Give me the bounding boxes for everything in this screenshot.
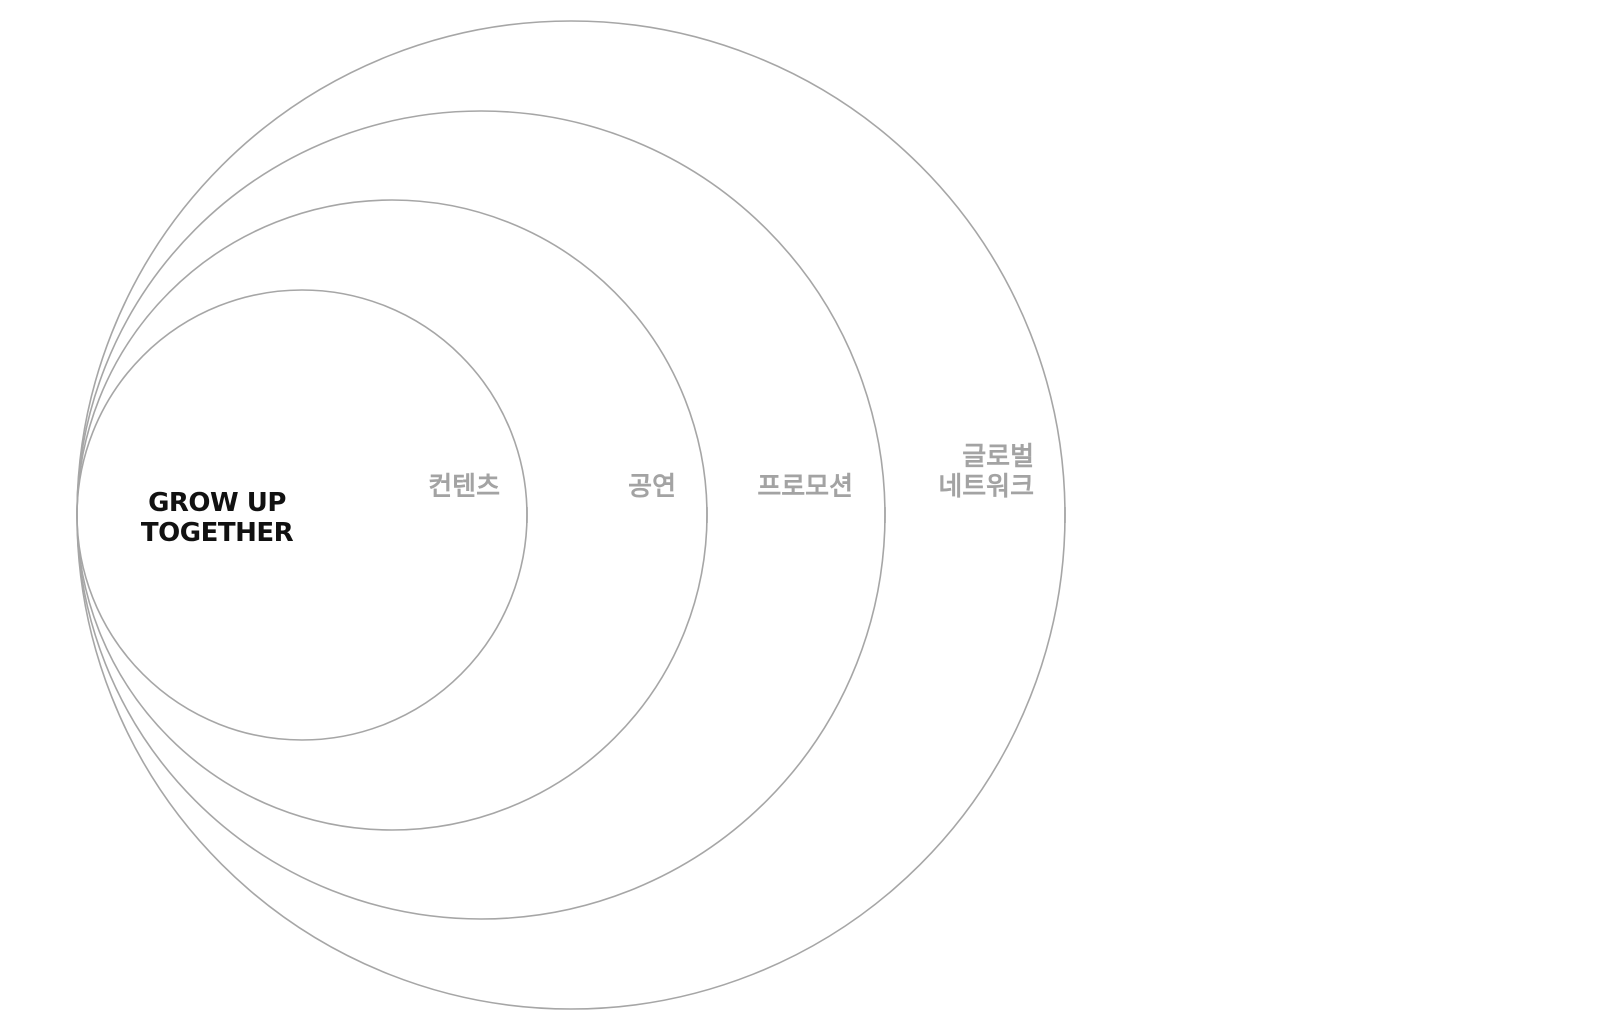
ring-label-global-network-line1: 글로벌 (962, 442, 1034, 472)
ring-label-contents: 컨텐츠 (428, 472, 500, 502)
core-title-line1: GROW UP (148, 488, 286, 518)
core-title-line2: TOGETHER (141, 518, 294, 548)
ring-contents (76, 289, 528, 741)
ring-label-global-network-line2: 네트워크 (938, 472, 1034, 502)
ring-label-performance: 공연 (628, 472, 676, 502)
ring-label-promotion: 프로모션 (757, 472, 853, 502)
